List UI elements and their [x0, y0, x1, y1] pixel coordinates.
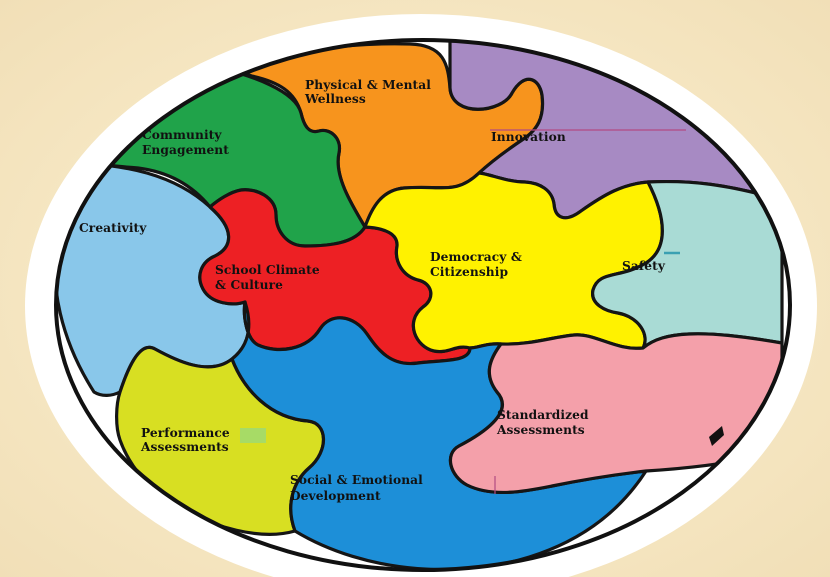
label-school-line-2: & Culture — [215, 278, 283, 292]
label-school-climate-culture: School Climate & Culture — [215, 263, 324, 292]
label-democracy-citizenship: Democracy & Citizenship — [430, 250, 526, 279]
label-social-line-2: Development — [290, 489, 381, 503]
label-physical-line-2: Wellness — [304, 92, 366, 106]
label-creativity-line-1: Creativity — [79, 221, 147, 235]
label-performance-assessments: Performance Assessments — [140, 426, 234, 454]
label-physical-mental-wellness: Physical & Mental Wellness — [304, 78, 435, 106]
label-community-line-2: Engagement — [142, 143, 229, 157]
label-social-line-1: Social & Emotional — [290, 473, 423, 487]
label-standardized-line-1: Standardized — [497, 408, 589, 422]
puzzle-pieces — [56, 40, 784, 570]
right-edge-mark — [709, 426, 724, 446]
label-innovation-line-1: Innovation — [491, 130, 566, 144]
puzzle-circle-outline — [54, 38, 792, 572]
label-community-engagement: Community Engagement — [142, 128, 229, 157]
performance-accent-mark — [240, 428, 266, 443]
piece-standardized-assessments — [448, 332, 784, 495]
label-performance-line-2: Assessments — [140, 440, 229, 454]
label-school-line-1: School Climate — [215, 263, 320, 277]
label-democracy-line-1: Democracy & — [430, 250, 522, 264]
label-safety-line-1: Safety — [622, 259, 666, 273]
label-community-line-1: Community — [142, 128, 222, 142]
label-creativity: Creativity — [79, 221, 147, 235]
label-safety: Safety — [622, 259, 666, 273]
label-democracy-line-2: Citizenship — [430, 265, 508, 279]
label-social-emotional-development: Social & Emotional Development — [290, 473, 427, 503]
label-physical-line-1: Physical & Mental — [305, 78, 431, 92]
label-standardized-assessments: Standardized Assessments — [496, 408, 593, 437]
label-innovation: Innovation — [491, 130, 566, 144]
label-standardized-line-2: Assessments — [496, 423, 585, 437]
label-performance-line-1: Performance — [141, 426, 230, 440]
